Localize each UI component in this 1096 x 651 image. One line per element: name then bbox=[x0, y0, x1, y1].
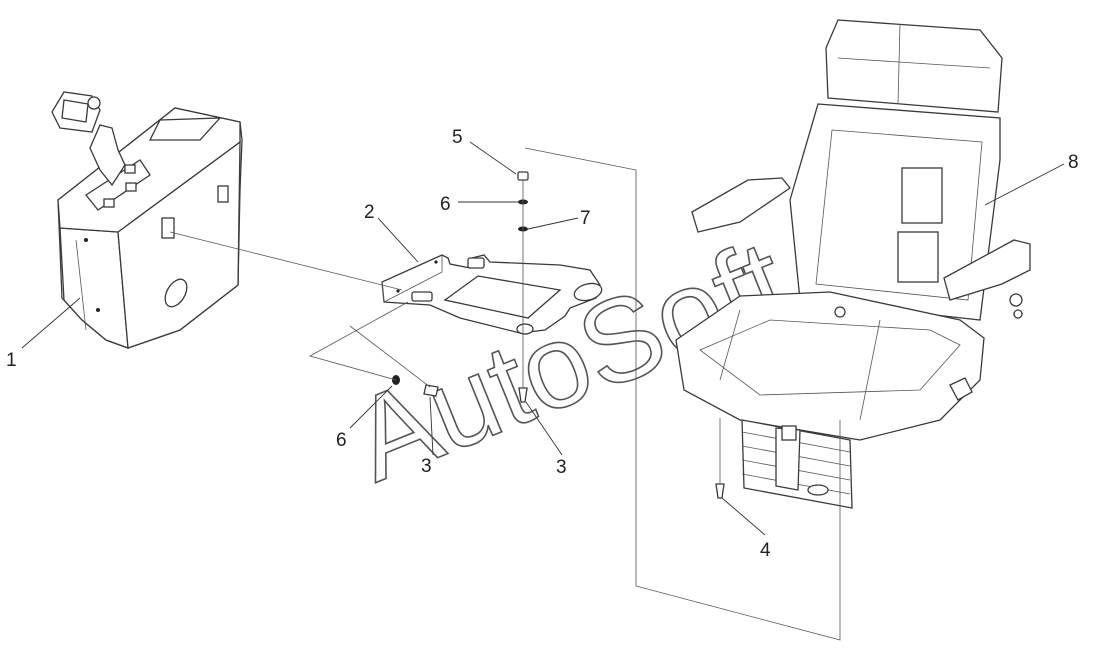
bolt-3-right bbox=[518, 387, 528, 403]
callout-6-upper: 6 bbox=[440, 194, 451, 215]
leader-lines bbox=[21, 141, 1065, 536]
callout-6-lower: 6 bbox=[336, 430, 347, 451]
assembly-lines bbox=[169, 147, 841, 641]
callout-3-left: 3 bbox=[421, 456, 432, 477]
callout-4: 4 bbox=[760, 540, 771, 561]
callout-1: 1 bbox=[6, 350, 17, 371]
callout-2: 2 bbox=[364, 202, 375, 223]
mounting-plate bbox=[381, 254, 603, 335]
fasteners bbox=[392, 171, 725, 499]
callout-7: 7 bbox=[580, 208, 591, 229]
callout-8: 8 bbox=[1068, 152, 1079, 173]
bolt-3-left bbox=[423, 384, 439, 397]
operator-seat bbox=[675, 19, 1031, 509]
callout-3-right: 3 bbox=[556, 457, 567, 478]
control-console bbox=[51, 91, 243, 349]
callout-5: 5 bbox=[452, 127, 463, 148]
callout-labels: 1 2 3 3 4 5 6 6 7 8 bbox=[6, 127, 1079, 561]
nut-5 bbox=[517, 171, 529, 181]
bolt-4 bbox=[715, 483, 725, 499]
